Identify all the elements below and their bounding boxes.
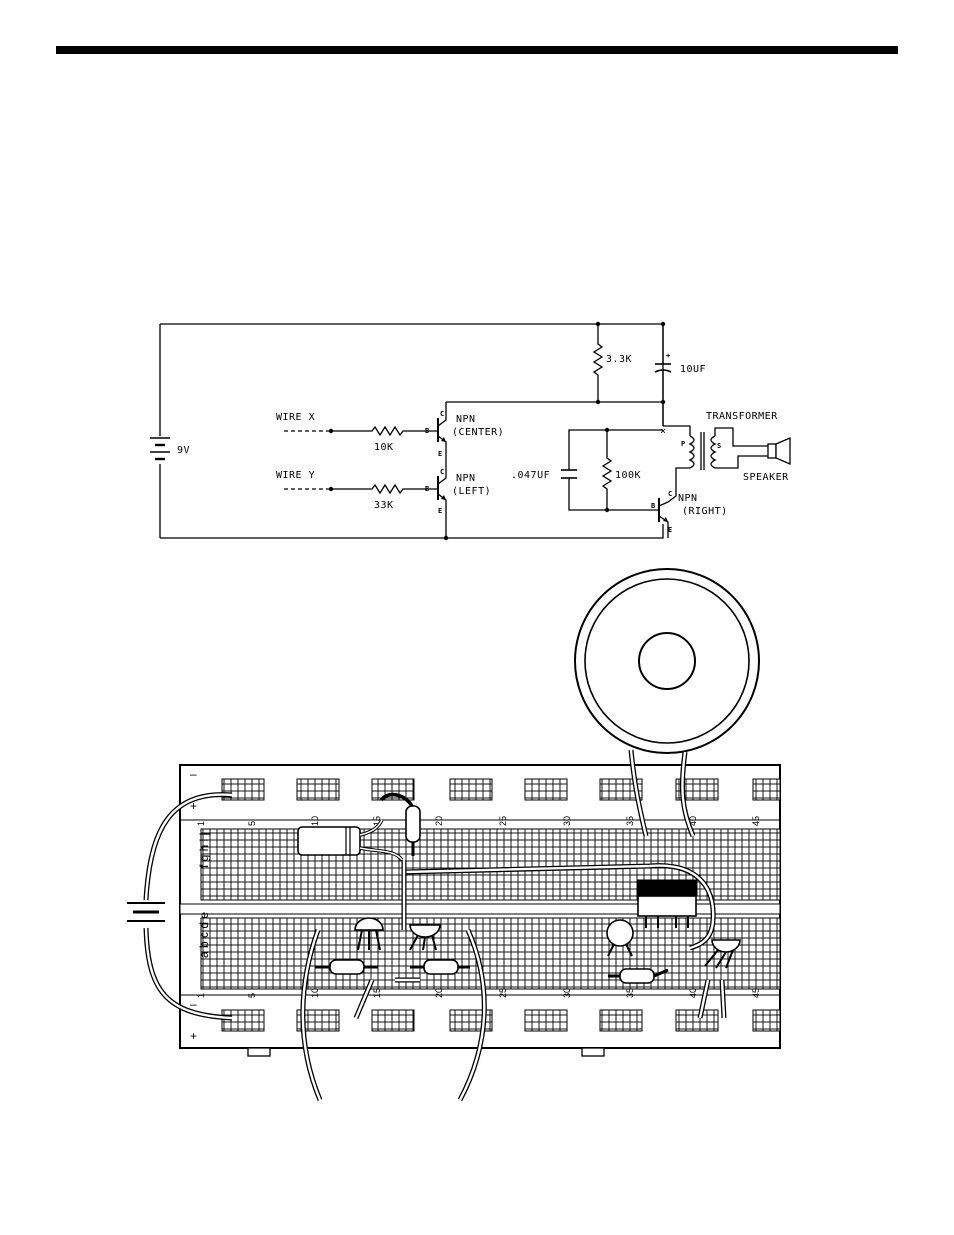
column-number: 35 — [625, 988, 635, 998]
column-number: 20 — [434, 816, 444, 826]
rail-plus-bottom: + — [190, 1029, 197, 1043]
column-number: 30 — [562, 988, 572, 998]
column-number: 40 — [688, 988, 698, 998]
speaker-drawing — [575, 569, 759, 753]
column-number: 1 — [196, 821, 206, 826]
rows-top-label: f g h i j — [197, 833, 211, 868]
board-foot — [248, 1048, 270, 1056]
column-number: 1 — [196, 993, 206, 998]
column-number: 45 — [751, 816, 761, 826]
column-number: 5 — [247, 821, 257, 826]
column-number: 20 — [434, 988, 444, 998]
terminal-strip-bottom — [201, 918, 780, 989]
column-number: 10 — [310, 988, 320, 998]
rows-bottom-label: a b c d e — [197, 912, 211, 958]
column-number: 45 — [751, 988, 761, 998]
column-number: 35 — [625, 816, 635, 826]
column-number: 30 — [562, 816, 572, 826]
board-foot — [582, 1048, 604, 1056]
column-number: 5 — [247, 993, 257, 998]
column-number: 25 — [498, 816, 508, 826]
column-number: 25 — [498, 988, 508, 998]
rail-minus-top: – — [190, 767, 197, 781]
column-number: 10 — [310, 816, 320, 826]
column-number: 15 — [372, 988, 382, 998]
